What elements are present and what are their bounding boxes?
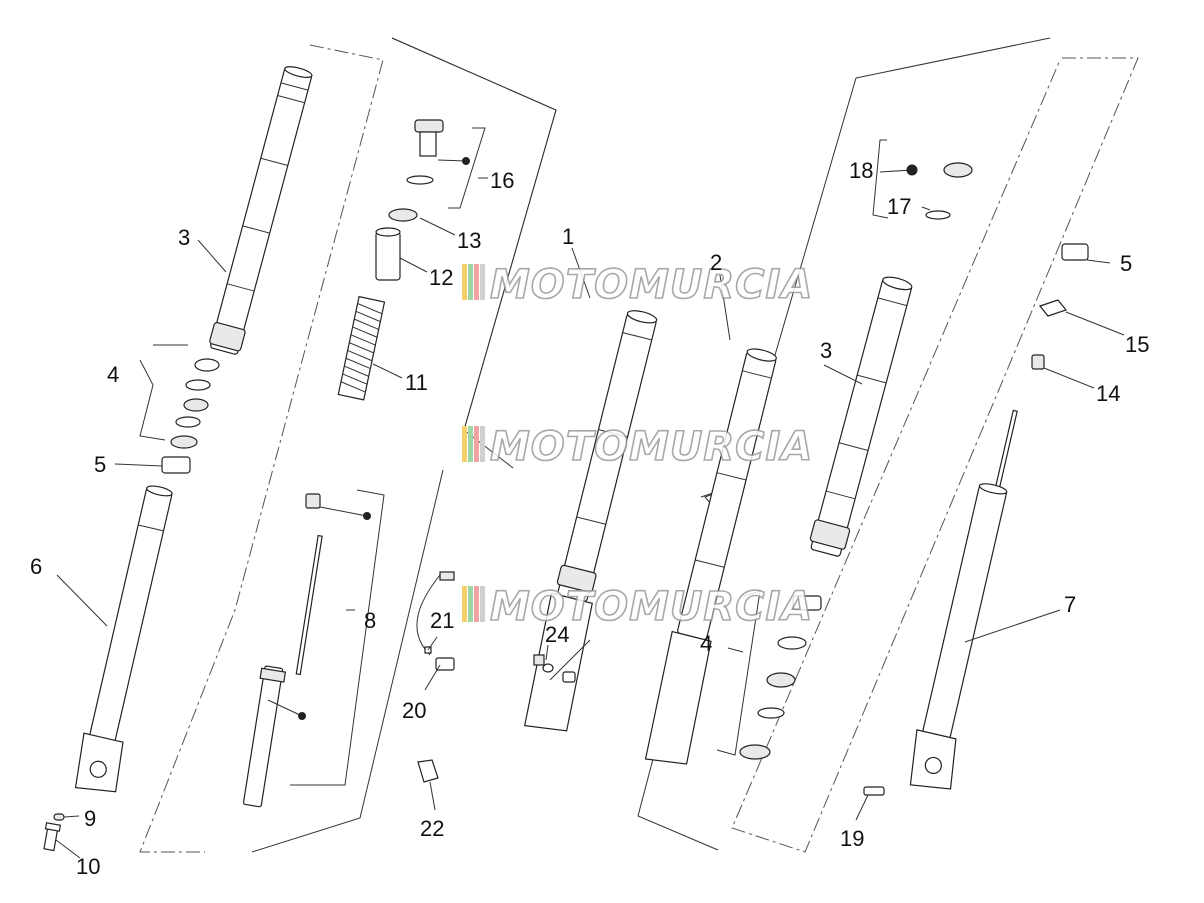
callout-3-left: 3 [178, 225, 190, 250]
seal-kit-right [739, 595, 822, 760]
bushing-right [1061, 243, 1089, 261]
callout-11: 11 [405, 370, 428, 395]
seal-kit-left [170, 358, 220, 449]
left-fork-assembly [43, 66, 323, 852]
o-ring-17 [925, 210, 951, 220]
cap-18 [943, 162, 973, 178]
callout-2: 2 [710, 250, 722, 275]
callout-20: 20 [402, 698, 426, 723]
callout-labels: 1 2 3 3 4 4 5 5 6 7 8 9 10 11 12 13 14 1… [30, 158, 1149, 879]
spring-11 [337, 295, 386, 401]
spring-seat-13 [388, 208, 418, 222]
callout-17: 17 [887, 194, 911, 219]
callout-6: 6 [30, 554, 42, 579]
fork-assembly-1 [523, 310, 658, 732]
right-fork-assembly [739, 162, 1089, 796]
o-ring-9 [53, 813, 65, 821]
watermark-2: MOTOMURCIA [462, 423, 813, 471]
cap-16 [406, 119, 444, 185]
callout-3-right: 3 [820, 338, 832, 363]
callout-15: 15 [1125, 332, 1149, 357]
fork-assembly-2 [644, 348, 777, 765]
cartridge-left [242, 534, 323, 808]
outer-tube-left [209, 66, 313, 355]
callout-5-left: 5 [94, 452, 106, 477]
watermark-text-1: MOTOMURCIA [490, 262, 813, 308]
watermark-1: MOTOMURCIA [462, 261, 813, 309]
watermarks: MOTOMURCIA MOTOMURCIA MOTOMURCIA [462, 261, 813, 631]
nut-left [305, 493, 321, 509]
center-parts [337, 119, 444, 401]
callout-16: 16 [490, 168, 514, 193]
plate-15 [1038, 299, 1068, 317]
watermark-text-2: MOTOMURCIA [490, 424, 813, 470]
leader-lines [55, 127, 1125, 859]
watermark-text-3: MOTOMURCIA [490, 584, 813, 630]
slider-left [74, 485, 173, 793]
slider-right [909, 409, 1018, 790]
callout-19: 19 [840, 826, 864, 851]
callout-18: 18 [849, 158, 873, 183]
callout-5-right: 5 [1120, 251, 1132, 276]
sensor-parts [416, 571, 576, 783]
callout-12: 12 [429, 265, 453, 290]
bushing-left [161, 456, 191, 474]
callout-7: 7 [1064, 592, 1076, 617]
outer-tube-right [809, 276, 913, 557]
callout-21: 21 [430, 608, 454, 633]
callout-24: 24 [545, 622, 569, 647]
callout-4-right: 4 [700, 631, 712, 656]
callout-4-left: 4 [107, 362, 119, 387]
watermark-3: MOTOMURCIA [462, 583, 813, 631]
callout-13: 13 [457, 228, 481, 253]
spacer-12 [375, 227, 401, 281]
bolt-10 [43, 822, 62, 852]
reference-dots [298, 157, 918, 720]
bolt-19 [863, 786, 885, 796]
callout-8: 8 [364, 608, 376, 633]
nut-14 [1031, 354, 1045, 370]
callout-22: 22 [420, 816, 444, 841]
callout-9: 9 [84, 806, 96, 831]
callout-10: 10 [76, 854, 100, 879]
callout-1: 1 [562, 224, 574, 249]
callout-14: 14 [1096, 381, 1120, 406]
